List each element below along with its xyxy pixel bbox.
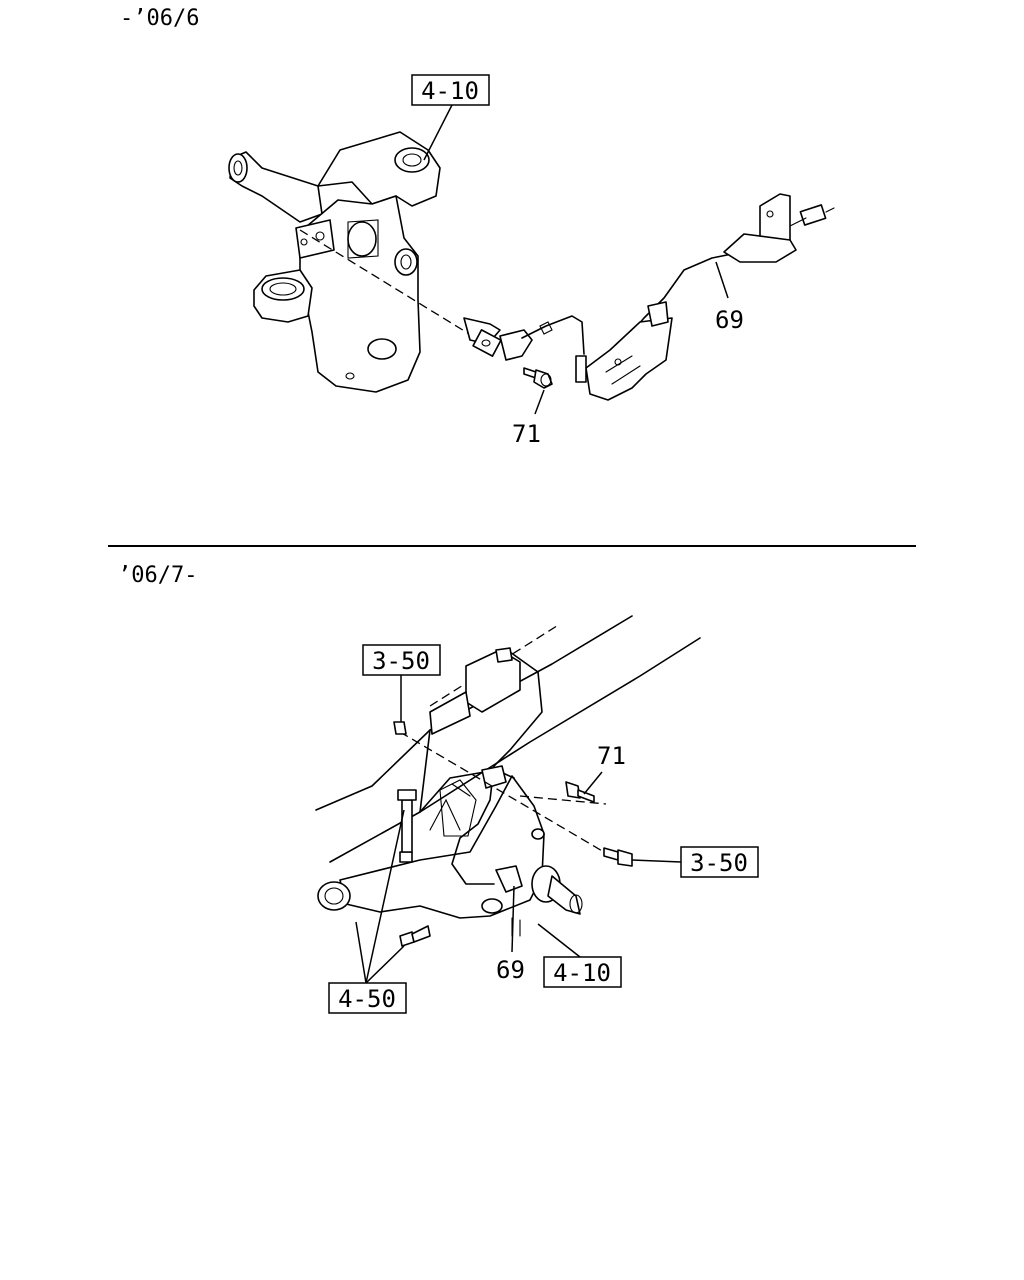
- svg-text:4-10: 4-10: [553, 959, 611, 987]
- upper-ref-knuckle: 4-10: [411, 74, 490, 106]
- lower-ref-knuckle-leader: [537, 923, 581, 958]
- lower-frame-dashed: [399, 731, 605, 853]
- lower-ref-axle-leader-1: [355, 921, 367, 984]
- lower-cable-clip-mid: [481, 765, 507, 789]
- lower-ref-axle-leader-3: [365, 945, 405, 984]
- lower-speed-sensor: [495, 865, 523, 893]
- lower-ref-frame-right-leader: [631, 859, 682, 863]
- svg-text:3-50: 3-50: [690, 849, 748, 877]
- lower-bolt-dashed: [519, 795, 607, 805]
- svg-text:4-50: 4-50: [338, 985, 396, 1013]
- svg-text:4-10: 4-10: [421, 77, 479, 105]
- lower-frame-rail: [315, 615, 701, 863]
- lower-sensor-cable: [451, 651, 543, 885]
- lower-diagram: ’06/7-: [118, 563, 759, 1014]
- lower-bolt-3-50: [603, 847, 633, 867]
- svg-text:3-50: 3-50: [372, 647, 430, 675]
- lower-frame-nut: [393, 721, 407, 735]
- upper-callout-69: 69: [715, 306, 744, 334]
- lower-axle-knuckle: [317, 769, 583, 937]
- lower-ref-frame-top: 3-50: [362, 644, 441, 676]
- lower-bolt-leader: [583, 771, 603, 795]
- upper-cable-bracket: [575, 301, 673, 401]
- lower-bolt-71: [565, 781, 595, 803]
- lower-ref-knuckle: 4-10: [543, 956, 622, 988]
- upper-bolt-leader: [534, 389, 545, 415]
- lower-ref-axle: 4-50: [328, 982, 407, 1014]
- lower-callout-69: 69: [496, 956, 525, 984]
- upper-sensor-cable: [521, 315, 585, 355]
- upper-bolt-71: [523, 367, 553, 389]
- upper-sensor-leader: [715, 261, 729, 299]
- lower-axle-bolt-lower: [399, 925, 431, 947]
- lower-date-range: ’06/7-: [118, 563, 197, 588]
- lower-sensor-leader: [511, 885, 515, 953]
- upper-date-range: -’06/6: [120, 6, 199, 31]
- lower-axle-bolt-upper: [397, 789, 417, 863]
- upper-steering-knuckle: [228, 131, 441, 393]
- upper-mount-centerline: [299, 229, 493, 349]
- upper-connector-bracket: [723, 193, 835, 263]
- upper-callout-71: 71: [512, 420, 541, 448]
- lower-ref-frame-right: 3-50: [680, 846, 759, 878]
- upper-speed-sensor: [463, 317, 533, 361]
- upper-ref-knuckle-leader: [423, 104, 453, 161]
- lower-cable-clip-top: [495, 647, 513, 663]
- upper-diagram: -’06/6: [120, 6, 835, 448]
- lower-ref-axle-leader-2: [365, 809, 405, 984]
- lower-callout-71: 71: [597, 742, 626, 770]
